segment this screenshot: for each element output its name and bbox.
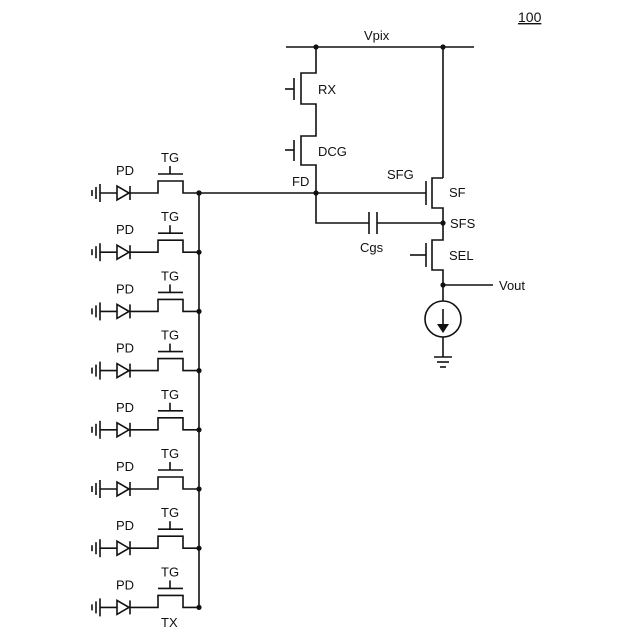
dcg-label: DCG	[318, 144, 347, 159]
bus-junction	[196, 250, 201, 255]
transfer-gate: TG	[155, 150, 199, 193]
photodiode: PD	[116, 400, 155, 437]
pixel-row: PD TG	[92, 209, 202, 261]
vout-output: Vout	[440, 278, 525, 293]
photodiode: PD	[116, 459, 155, 496]
pixel-row: PD TG	[92, 268, 202, 320]
photodiode-terminal	[92, 480, 117, 498]
fd-node: FD SFG	[196, 167, 426, 196]
ground-symbol	[434, 357, 452, 367]
photodiode-label: PD	[116, 341, 134, 356]
transfer-gate-label: TG	[161, 505, 179, 520]
transfer-gate-label: TG	[161, 564, 179, 579]
photodiode-terminal	[92, 243, 117, 261]
pixel-row: PD TG	[92, 328, 202, 380]
photodiode-label: PD	[116, 163, 134, 178]
photodiode-terminal	[92, 362, 117, 380]
sf-label: SF	[449, 185, 466, 200]
photodiode: PD	[116, 222, 155, 259]
photodiode: PD	[116, 518, 155, 555]
photodiode: PD	[116, 341, 155, 378]
sel-label: SEL	[449, 248, 474, 263]
photodiode: PD	[116, 281, 155, 318]
rx-label: RX	[318, 82, 336, 97]
photodiode-label: PD	[116, 222, 134, 237]
photodiode-terminal	[92, 302, 117, 320]
photodiode: PD	[116, 577, 155, 614]
transfer-gate: TG	[155, 564, 199, 607]
photodiode-label: PD	[116, 400, 134, 415]
cgs-capacitor: Cgs	[316, 193, 443, 255]
pixel-array: PD TG PD TG PD TG PD TG PD TG PD TG PD TG PD TG	[92, 150, 202, 616]
sfg-label: SFG	[387, 167, 414, 182]
pixel-row: PD TG	[92, 505, 202, 557]
bus-junction	[196, 546, 201, 551]
transfer-gate-label: TG	[161, 387, 179, 402]
transfer-gate: TG	[155, 328, 199, 371]
source-follower-transistor: SF	[426, 47, 466, 223]
transfer-gate-label: TG	[161, 209, 179, 224]
transfer-gate-label: TG	[161, 328, 179, 343]
photodiode-terminal	[92, 539, 117, 557]
transfer-gate: TG	[155, 505, 199, 548]
pixel-row: PD TG	[92, 446, 202, 498]
cgs-label: Cgs	[360, 240, 384, 255]
bus-junction	[196, 190, 201, 195]
transfer-gate: TG	[155, 268, 199, 311]
sfs-node: SFS	[440, 216, 475, 231]
photodiode-label: PD	[116, 518, 134, 533]
bus-junction	[196, 605, 201, 610]
transfer-gate-label: TG	[161, 446, 179, 461]
photodiode-terminal	[92, 421, 117, 439]
bus-junction	[196, 368, 201, 373]
select-transistor: SEL	[410, 223, 474, 285]
vpix-label: Vpix	[364, 28, 390, 43]
fd-label: FD	[292, 174, 309, 189]
transfer-gate: TG	[155, 209, 199, 252]
photodiode: PD	[116, 163, 155, 200]
vout-label: Vout	[499, 278, 525, 293]
transfer-gate: TG	[155, 446, 199, 489]
sfs-label: SFS	[450, 216, 476, 231]
photodiode-label: PD	[116, 459, 134, 474]
figure-number: 100	[518, 9, 542, 25]
reset-transistor: RX	[285, 47, 336, 132]
photodiode-label: PD	[116, 577, 134, 592]
photodiode-terminal	[92, 598, 117, 616]
bus-junction	[196, 427, 201, 432]
transfer-gate-label: TG	[161, 150, 179, 165]
pixel-row: PD TG	[92, 387, 202, 439]
photodiode-label: PD	[116, 281, 134, 296]
bus-junction	[196, 309, 201, 314]
transfer-gate: TG	[155, 387, 199, 430]
vpix-rail: Vpix	[286, 28, 474, 50]
bus-junction	[196, 486, 201, 491]
transfer-gate-label: TG	[161, 268, 179, 283]
pixel-row: PD TG	[92, 564, 202, 616]
pixel-row: PD TG	[92, 150, 202, 202]
tx-label: TX	[161, 615, 178, 630]
current-source	[425, 285, 461, 357]
photodiode-terminal	[92, 184, 117, 202]
